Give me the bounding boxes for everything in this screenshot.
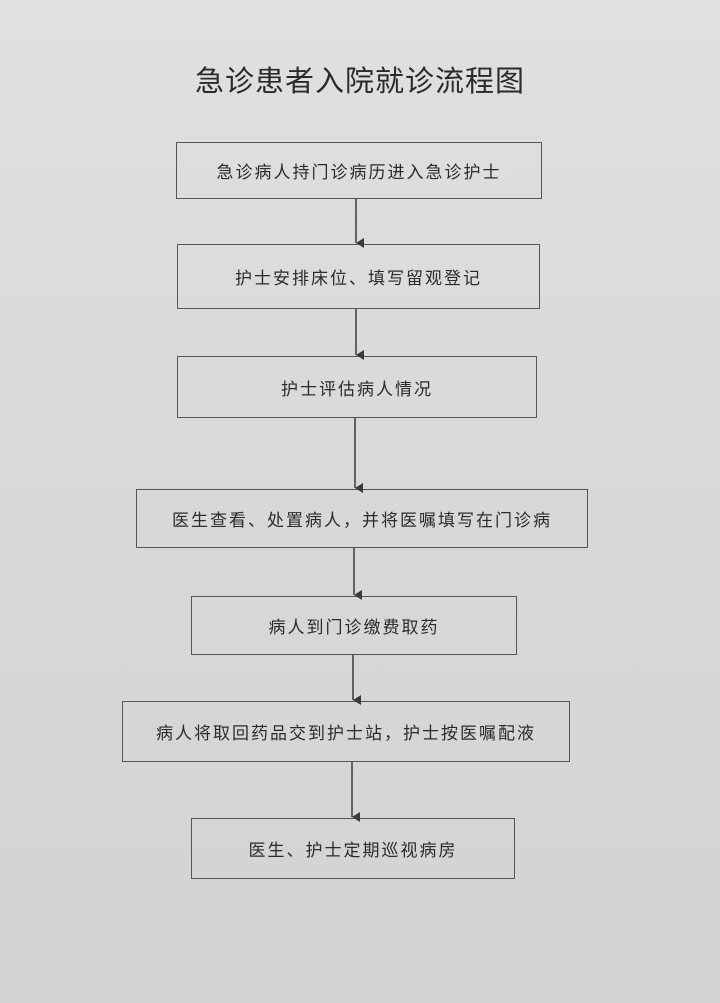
flowchart-title: 急诊患者入院就诊流程图 [194, 64, 525, 98]
step-6-box: 病人将取回药品交到护士站，护士按医嘱配液 [122, 701, 570, 762]
step-1-box: 急诊病人持门诊病历进入急诊护士 [176, 142, 542, 199]
